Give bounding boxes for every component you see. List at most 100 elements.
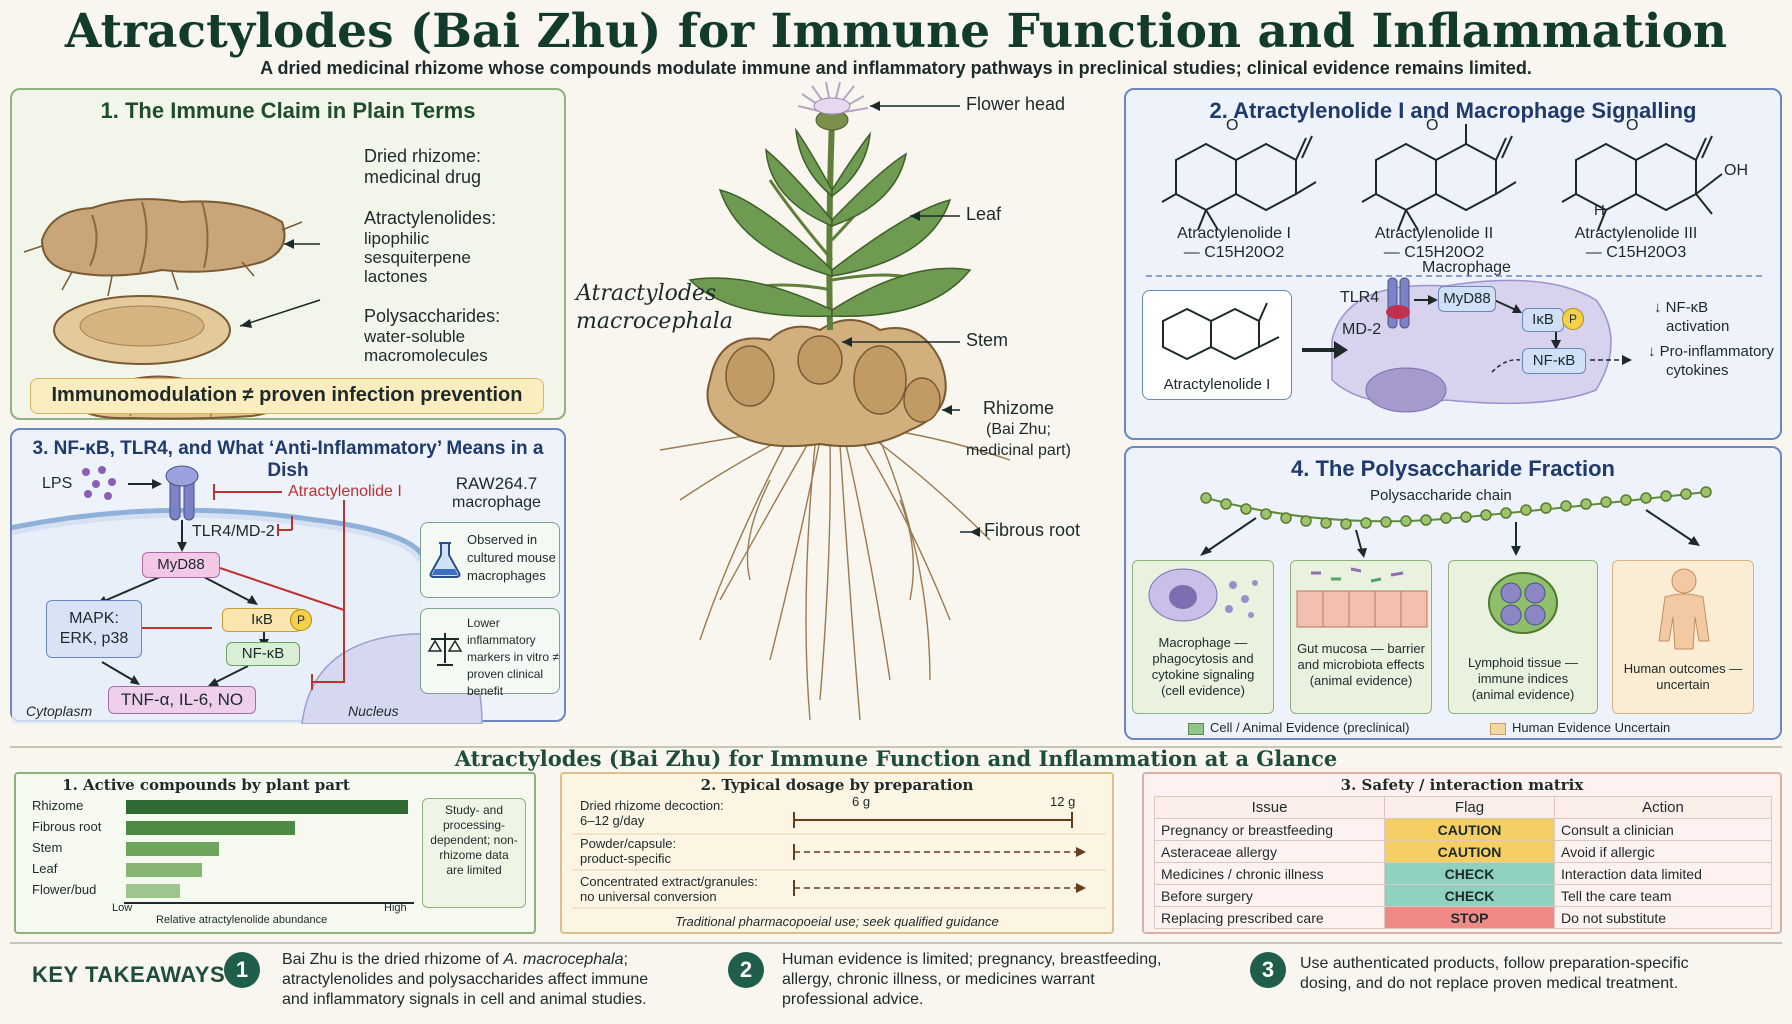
safety-panel: 3. Safety / interaction matrix Issue Fla… xyxy=(1142,772,1782,934)
nucleus-label: Nucleus xyxy=(348,703,399,719)
compound-3: Atractylenolide III— C15H20O3 xyxy=(1574,225,1698,261)
panel2-title: 2. Atractylenolide I and Macrophage Sign… xyxy=(1209,98,1697,123)
label-leaf: Leaf xyxy=(966,204,1002,224)
cytokine-output-box: TNF-α, IL-6, NO xyxy=(108,686,256,714)
lps-label: LPS xyxy=(42,475,73,492)
atractylenolide-slice-icon xyxy=(53,295,231,365)
chart-note: Study- and processing-dependent; non-rhi… xyxy=(422,798,526,908)
safety-issue: Medicines / chronic illness xyxy=(1154,862,1385,885)
chain-label: Polysaccharide chain xyxy=(1370,487,1512,504)
legend-preclinical: Cell / Animal Evidence (preclinical) xyxy=(1188,720,1409,735)
x-low-label: Low xyxy=(112,902,133,914)
clinical-caveat-note: Lower inflammatory markers in vitro ≠ pr… xyxy=(420,608,560,698)
cytoplasm-label: Cytoplasm xyxy=(26,703,93,719)
legend-swatch-green xyxy=(1188,722,1204,735)
takeaway-number-3: 3 xyxy=(1250,952,1286,988)
safety-action: Avoid if allergic xyxy=(1554,840,1772,863)
bar xyxy=(126,821,295,835)
bar xyxy=(126,863,202,877)
ikb-box: IκB xyxy=(222,608,302,632)
panel-nfkb-tlr4: 3. NF-κB, TLR4, and What ‘Anti-Inflammat… xyxy=(10,428,566,724)
page-title: Atractylodes (Bai Zhu) for Immune Functi… xyxy=(64,4,1728,59)
label-fibrous-root: Fibrous root xyxy=(984,520,1081,540)
safety-table: Issue Flag Action Pregnancy or breastfee… xyxy=(1154,796,1772,929)
safety-action: Interaction data limited xyxy=(1554,862,1772,885)
tlr4-receptor-icon xyxy=(1386,277,1410,329)
scales-icon xyxy=(427,633,463,666)
safety-issue: Pregnancy or breastfeeding xyxy=(1154,818,1385,841)
immunomodulation-banner: Immunomodulation ≠ proven infection prev… xyxy=(30,378,544,414)
label-rhizome: Rhizome (Bai Zhu; medicinal part) xyxy=(966,398,1071,459)
takeaway-2: Human evidence is limited; pregnancy, br… xyxy=(782,951,1162,1008)
takeaway-3: Use authenticated products, follow prepa… xyxy=(1300,955,1689,992)
safety-flag: STOP xyxy=(1384,906,1555,929)
claim-item-rhizome: Dried rhizome:medicinal drug xyxy=(364,146,482,187)
label-flower-head: Flower head xyxy=(966,94,1066,114)
atractylodes-plant-icon xyxy=(659,81,1011,721)
tlr4-receptor-icon xyxy=(165,465,199,521)
card-lymphoid-tissue: Lymphoid tissue — immune indices (animal… xyxy=(1448,560,1598,714)
safety-issue: Before surgery xyxy=(1154,884,1385,907)
o-atom-3: O xyxy=(1626,117,1639,134)
nfkb-box: NF-κB xyxy=(226,642,300,666)
o-atom-1: O xyxy=(1226,117,1239,134)
oh-group-label: OH xyxy=(1724,162,1748,179)
dosage-range-lines xyxy=(572,812,1106,909)
tick-12g: 12 g xyxy=(1050,794,1076,809)
legend-swatch-orange xyxy=(1490,722,1506,735)
dosage-row-powder: Powder/capsule:product-specific xyxy=(580,836,677,866)
bar-label: Flower/bud xyxy=(32,882,97,897)
tlr4-label: TLR4 xyxy=(1340,289,1380,306)
takeaway-1: Bai Zhu is the dried rhizome of A. macro… xyxy=(282,951,649,1008)
takeaways-heading: KEY TAKEAWAYS xyxy=(32,962,226,987)
bar-label: Fibrous root xyxy=(32,819,102,834)
panel-polysaccharide: 4. The Polysaccharide Fraction Polysacch… xyxy=(1124,446,1782,740)
dosage-footer: Traditional pharmacopoeial use; seek qua… xyxy=(675,914,999,929)
panel-immune-claim: 1. The Immune Claim in Plain Terms Dried… xyxy=(10,88,566,420)
gut-mucosa-icon xyxy=(1296,567,1428,628)
safety-issue: Replacing prescribed care xyxy=(1154,906,1385,929)
safety-flag: CHECK xyxy=(1384,862,1555,885)
dosage-title: 2. Typical dosage by preparation xyxy=(700,776,974,794)
inhibitor-label: Atractylenolide I xyxy=(288,483,402,500)
label-stem: Stem xyxy=(966,330,1009,350)
o-atom-2: O xyxy=(1426,117,1439,134)
safety-flag: CAUTION xyxy=(1384,840,1555,863)
safety-action: Tell the care team xyxy=(1554,884,1772,907)
dried-rhizome-icon xyxy=(23,198,303,297)
human-figure-icon xyxy=(1658,568,1710,650)
safety-header-issue: Issue xyxy=(1154,796,1385,819)
claim-item-polysaccharides: Polysaccharides:water-soluble macromolec… xyxy=(364,306,501,365)
mapk-box: MAPK:ERK, p38 xyxy=(46,600,142,658)
polysaccharide-chain-icon xyxy=(1200,486,1712,558)
dosage-row-decoction: Dried rhizome decoction:6–12 g/day xyxy=(580,798,724,828)
card-macrophage: Macrophage — phagocytosis and cytokine s… xyxy=(1132,560,1274,714)
bar xyxy=(126,842,219,856)
panel-atractylenolide-signalling: 2. Atractylenolide I and Macrophage Sign… xyxy=(1124,88,1782,440)
panel4-title: 4. The Polysaccharide Fraction xyxy=(1290,456,1615,481)
card-human-outcomes: Human outcomes — uncertain xyxy=(1612,560,1754,714)
macrophage-label: Macrophage xyxy=(1422,259,1511,276)
panel3-title: 3. NF-κB, TLR4, and What ‘Anti-Inflammat… xyxy=(32,438,544,481)
bar-label: Rhizome xyxy=(32,798,84,813)
chart-panel: 1. Active compounds by plant part Rhizom… xyxy=(14,772,536,934)
dosage-row-extract: Concentrated extract/granules:no univers… xyxy=(580,874,758,904)
safety-header-flag: Flag xyxy=(1384,796,1555,819)
lps-dots-icon xyxy=(82,466,116,500)
myd88-box: MyD88 xyxy=(142,552,220,578)
x-axis-label: Relative atractylenolide abundance xyxy=(156,914,328,926)
bar-label: Leaf xyxy=(32,861,58,876)
flask-icon xyxy=(429,542,461,578)
h-atom-label: H xyxy=(1594,202,1605,219)
glance-title: Atractylodes (Bai Zhu) for Immune Functi… xyxy=(454,746,1338,771)
page-subtitle: A dried medicinal rhizome whose compound… xyxy=(260,58,1532,78)
safety-flag: CAUTION xyxy=(1384,818,1555,841)
safety-title: 3. Safety / interaction matrix xyxy=(1340,776,1584,794)
compound-2: Atractylenolide II— C15H20O2 xyxy=(1374,225,1494,261)
